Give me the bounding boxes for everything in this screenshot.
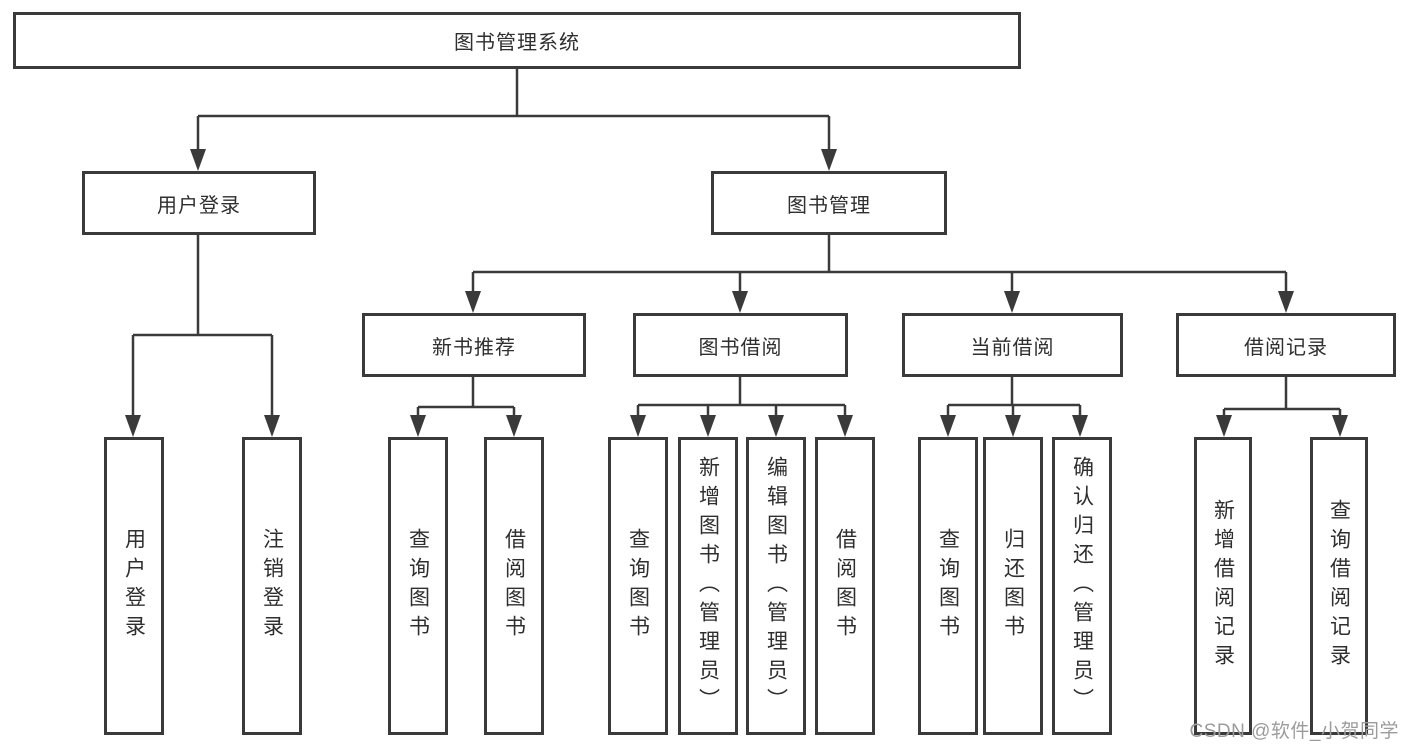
node-new-book-recommend: 新书推荐 [362, 313, 586, 377]
leaf-borrow-books: 借阅图书 [484, 437, 544, 735]
leaf-add-book-admin: 新增图书（管理员） [678, 437, 738, 735]
leaf-logout: 注销登录 [242, 437, 302, 735]
node-root-system: 图书管理系统 [13, 12, 1021, 69]
leaf-label: 查询图书 [406, 528, 430, 644]
leaf-label: 借阅图书 [833, 528, 857, 644]
leaf-label: 归还图书 [1001, 528, 1025, 644]
leaf-label: 查询借阅记录 [1327, 499, 1351, 673]
leaf-confirm-return-admin: 确认归还（管理员） [1052, 437, 1112, 735]
leaf-query-borrow-record: 查询借阅记录 [1310, 437, 1368, 735]
leaf-label: 借阅图书 [502, 528, 526, 644]
leaf-query-books: 查询图书 [918, 437, 978, 735]
leaf-edit-book-admin: 编辑图书（管理员） [746, 437, 806, 735]
leaf-add-borrow-record: 新增借阅记录 [1194, 437, 1252, 735]
leaf-label: 注销登录 [260, 528, 284, 644]
leaf-label: 查询图书 [626, 528, 650, 644]
leaf-user-login: 用户登录 [104, 437, 164, 735]
leaf-return-books: 归还图书 [983, 437, 1043, 735]
leaf-label: 编辑图书（管理员） [764, 455, 788, 717]
leaf-borrow-books: 借阅图书 [815, 437, 875, 735]
leaf-query-books: 查询图书 [388, 437, 448, 735]
node-book-management-module: 图书管理 [711, 171, 947, 235]
node-user-login-module: 用户登录 [82, 171, 316, 235]
node-current-borrowing: 当前借阅 [902, 313, 1123, 377]
leaf-label: 确认归还（管理员） [1070, 455, 1094, 717]
leaf-label: 新增图书（管理员） [696, 455, 720, 717]
leaf-query-books: 查询图书 [608, 437, 668, 735]
node-book-borrowing: 图书借阅 [633, 313, 848, 377]
csdn-watermark: CSDN @软件_小贺同学 [1189, 721, 1399, 742]
node-borrow-records: 借阅记录 [1176, 313, 1396, 377]
leaf-label: 新增借阅记录 [1211, 499, 1235, 673]
leaf-label: 用户登录 [122, 528, 146, 644]
leaf-label: 查询图书 [936, 528, 960, 644]
